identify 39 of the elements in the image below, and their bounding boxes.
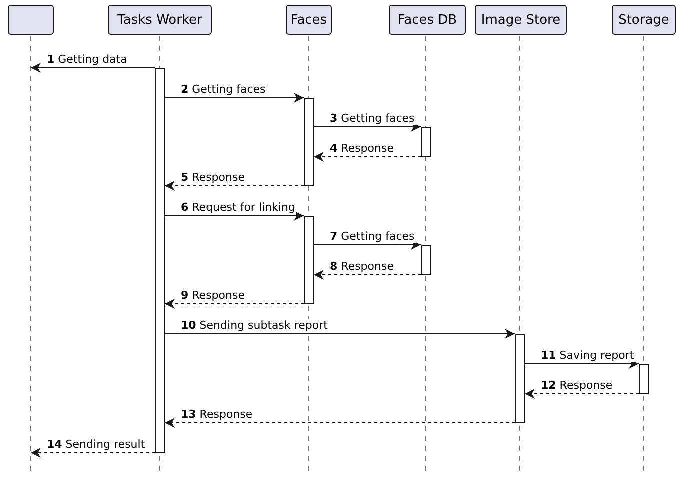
message-label: 10 Sending subtask report	[180, 319, 329, 332]
message-arrow	[164, 418, 516, 428]
message-arrow	[164, 93, 304, 103]
message-arrow	[314, 240, 422, 250]
message-label: 7 Getting faces	[329, 230, 416, 243]
message-label: 6 Request for linking	[180, 201, 296, 214]
message-label: 8 Response	[329, 260, 395, 273]
participant-name: Faces DB	[398, 12, 458, 28]
activation-bar	[421, 127, 431, 157]
message-label: 4 Response	[329, 142, 395, 155]
message-label: 12 Response	[540, 379, 614, 392]
message-arrow	[314, 122, 422, 132]
message-arrow	[164, 329, 516, 339]
activation-bar	[421, 245, 431, 275]
message-label: 13 Response	[180, 408, 254, 421]
activation-bar	[155, 68, 165, 453]
participant-name: Tasks Worker	[118, 12, 202, 28]
message-arrow	[30, 448, 156, 458]
activation-bar	[304, 98, 314, 186]
message-arrow	[30, 63, 156, 73]
message-arrow	[524, 389, 640, 399]
message-arrow	[164, 181, 304, 191]
participant-name: Storage	[618, 12, 670, 28]
message-label: 9 Response	[180, 289, 246, 302]
message-label: 2 Getting faces	[180, 83, 267, 96]
message-label: 14 Sending result	[46, 438, 146, 451]
message-label: 11 Saving report	[540, 349, 636, 362]
activation-bar	[304, 216, 314, 304]
activation-bar	[639, 364, 649, 394]
message-label: 1 Getting data	[46, 53, 128, 66]
message-label: 5 Response	[180, 171, 246, 184]
participant-name: Faces	[290, 12, 328, 28]
activation-bar	[515, 334, 525, 423]
message-arrow	[314, 270, 422, 280]
message-arrow	[314, 152, 422, 162]
participant-name: Image Store	[481, 12, 561, 28]
message-label: 3 Getting faces	[329, 112, 416, 125]
message-arrow	[164, 211, 304, 221]
message-arrow	[164, 299, 304, 309]
